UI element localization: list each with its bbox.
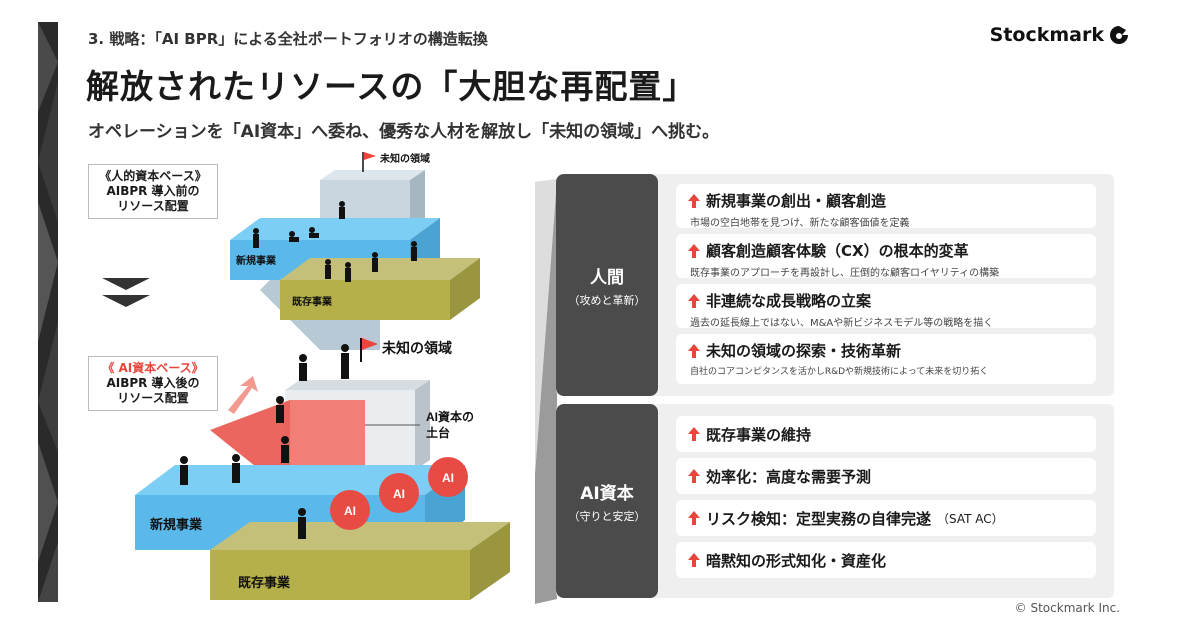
ai-item-card: 既存事業の維持 [676,416,1096,452]
before-label-line-2: AIBPR 導入前の [106,184,200,198]
before-people-icon [253,201,417,282]
ai-circle-label-1: AI [344,504,356,518]
after-existing-business-label: 既存事業 [238,575,291,590]
copyright: © Stockmark Inc. [1014,601,1120,615]
before-flag-icon [362,152,376,172]
human-item-head: 顧客創造顧客体験（CX）の根本的変革 [706,242,969,260]
after-flag-icon [360,338,378,362]
ai-item-card: 効率化：高度な需要予測 [676,458,1096,494]
transition-arrow-icon [102,278,150,307]
logo-mark-icon [1110,26,1128,44]
after-flag-label: 未知の領域 [382,340,452,356]
resource-allocation-diagram: 未知の領域 新規事業 既存事業 未知の領域 AI資本の 土台 新 [102,152,510,600]
ai-circle-label-2: AI [393,487,405,501]
ai-item-head: 効率化：高度な需要予測 [706,467,872,486]
funnel-connector [535,179,557,604]
before-existing-business-label: 既存事業 [292,295,333,308]
ai-group-subtitle: （守りと安定） [568,509,646,523]
up-arrow-icon [688,469,700,483]
up-arrow-icon [688,243,700,258]
before-label-line-1: 《人的資本ベース》 [99,169,207,183]
human-item-desc: 既存事業のアプローチを再設計し、圧倒的な顧客ロイヤリティの構築 [690,268,1000,279]
after-label-line-1: 《 AI資本ベース》 [102,361,204,375]
human-group-badge: 人間 （攻めと革新） [556,174,658,396]
page-subtitle: オペレーションを「AI資本」へ委ね、優秀な人材を解放し「未知の領域」へ挑む。 [88,122,720,142]
ai-item-suffix: （SAT AC） [937,511,1004,526]
up-arrow-icon [688,293,700,308]
ai-foundation-label-1: AI資本の [426,409,474,424]
ai-foundation-label-2: 土台 [426,425,450,440]
ai-group-title: AI資本 [580,483,634,504]
human-item-head: 非連続な成長戦略の立案 [706,292,872,310]
ai-item-card: リスク検知：定型実務の自律完遂 （SAT AC） [676,500,1096,536]
after-new-business-label: 新規事業 [150,517,203,532]
decorative-side-strip [38,22,58,602]
ai-item-head: リスク検知：定型実務の自律完遂 [706,509,932,528]
before-label-box: 《人的資本ベース》 AIBPR 導入前の リソース配置 [88,164,218,219]
after-people-icon [180,344,349,539]
up-arrow-icon [688,193,700,208]
human-item-head: 新規事業の創出・顧客創造 [706,192,887,210]
human-item-desc: 過去の延長線上ではない、M&Aや新ビジネスモデル等の戦略を描く [690,318,994,329]
after-label-line-2: AIBPR 導入後の [106,376,200,390]
ai-item-head: 暗黙知の形式知化・資産化 [706,551,887,570]
growth-arrow-icon [228,376,258,414]
human-item-card: 未知の領域の探索・技術革新 自社のコアコンピタンスを活かしR&Dや新規技術によっ… [676,334,1096,384]
ai-item-card: 暗黙知の形式知化・資産化 [676,542,1096,578]
before-flag-label: 未知の領域 [379,152,430,165]
before-label-line-3: リソース配置 [117,199,189,213]
before-new-business-label: 新規事業 [236,254,277,267]
ai-group-badge: AI資本 （守りと安定） [556,404,658,598]
human-item-desc: 市場の空白地帯を見つけ、新たな顧客価値を定義 [690,218,910,229]
ai-circles [330,457,468,530]
human-item-head: 未知の領域の探索・技術革新 [706,342,902,360]
ai-item-head: 既存事業の維持 [706,425,812,444]
breadcrumb: 3. 戦略：「AI BPR」による全社ポートフォリオの構造転換 [88,30,488,48]
after-label-box: 《 AI資本ベース》 AIBPR 導入後の リソース配置 [88,356,218,411]
logo-text: Stockmark [989,24,1104,46]
human-item-card: 新規事業の創出・顧客創造 市場の空白地帯を見つけ、新たな顧客価値を定義 [676,184,1096,229]
up-arrow-icon [688,553,700,567]
human-item-card: 顧客創造顧客体験（CX）の根本的変革 既存事業のアプローチを再設計し、圧倒的な顧… [676,234,1096,279]
page-title: 解放されたリソースの「大胆な再配置」 [86,67,697,106]
up-arrow-icon [688,511,700,525]
human-group-title: 人間 [590,267,624,288]
company-logo: Stockmark [990,24,1130,46]
human-item-card: 非連続な成長戦略の立案 過去の延長線上ではない、M&Aや新ビジネスモデル等の戦略… [676,284,1096,329]
up-arrow-icon [688,343,700,358]
after-label-line-3: リソース配置 [117,391,189,405]
human-item-desc: 自社のコアコンピタンスを活かしR&Dや新規技術によって未来を切り拓く [690,367,989,377]
ai-circle-label-3: AI [442,471,454,485]
human-group-subtitle: （攻めと革新） [568,293,646,307]
up-arrow-icon [688,427,700,441]
